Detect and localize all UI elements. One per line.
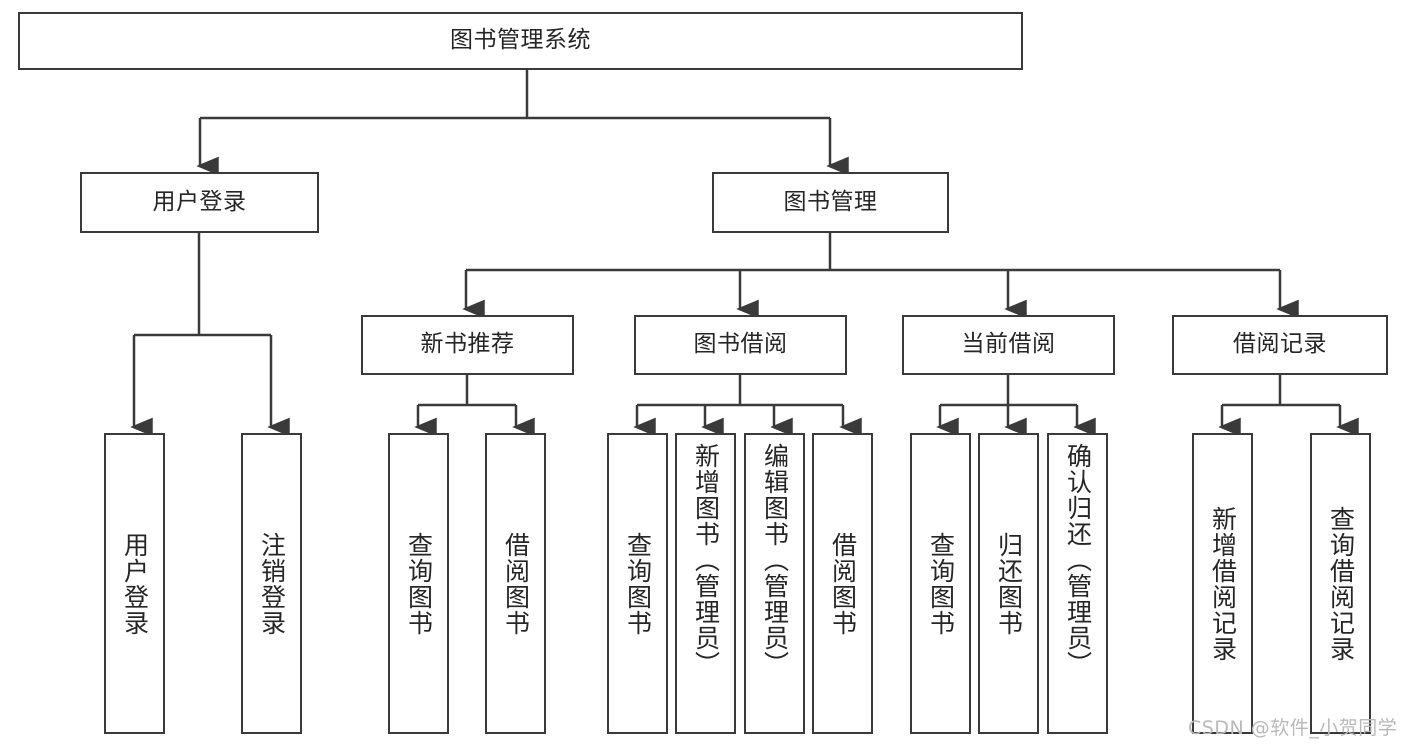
node-label: 用户登录 [152, 188, 247, 215]
leaf-return-book[interactable]: 归还图书 [978, 433, 1039, 734]
leaf-borrow-book-recommend[interactable]: 借阅图书 [485, 433, 546, 734]
leaf-label: 编辑图书（管理员） [760, 443, 790, 677]
node-borrow-records[interactable]: 借阅记录 [1172, 315, 1388, 375]
leaf-label: 借阅图书 [828, 531, 858, 636]
leaf-label: 借阅图书 [501, 531, 531, 636]
node-label: 图书管理系统 [450, 27, 591, 54]
leaf-label: 归还图书 [994, 531, 1024, 636]
node-label: 图书管理 [783, 188, 878, 215]
leaf-label: 查询图书 [623, 531, 653, 636]
leaf-label: 新增借阅记录 [1208, 505, 1238, 662]
leaf-add-borrow-record[interactable]: 新增借阅记录 [1192, 433, 1253, 734]
leaf-borrow-book[interactable]: 借阅图书 [812, 433, 873, 734]
node-label: 借阅记录 [1233, 331, 1327, 358]
leaf-label: 新增图书（管理员） [691, 443, 721, 677]
leaf-user-login[interactable]: 用户登录 [104, 433, 165, 734]
leaf-label: 用户登录 [120, 531, 150, 636]
leaf-label: 查询图书 [926, 531, 956, 636]
node-label: 图书借阅 [693, 331, 788, 358]
node-user-login[interactable]: 用户登录 [80, 172, 319, 233]
leaf-label: 注销登录 [257, 531, 287, 636]
node-book-borrowing[interactable]: 图书借阅 [634, 315, 847, 375]
leaf-label: 查询借阅记录 [1326, 505, 1356, 662]
leaf-edit-book-admin[interactable]: 编辑图书（管理员） [744, 433, 805, 734]
node-new-book-recommendation[interactable]: 新书推荐 [361, 315, 574, 375]
leaf-query-borrow-record[interactable]: 查询借阅记录 [1310, 433, 1371, 734]
leaf-label: 确认归还（管理员） [1063, 443, 1093, 677]
node-label: 当前借阅 [961, 331, 1056, 358]
node-label: 新书推荐 [420, 331, 515, 358]
node-current-borrowing[interactable]: 当前借阅 [902, 315, 1115, 375]
leaf-query-book-recommend[interactable]: 查询图书 [388, 433, 449, 734]
node-root-book-management-system[interactable]: 图书管理系统 [18, 12, 1023, 70]
leaf-query-book-current[interactable]: 查询图书 [910, 433, 971, 734]
leaf-confirm-return-admin[interactable]: 确认归还（管理员） [1047, 433, 1108, 734]
leaf-query-book-borrow[interactable]: 查询图书 [607, 433, 668, 734]
leaf-label: 查询图书 [404, 531, 434, 636]
node-book-management[interactable]: 图书管理 [712, 172, 949, 233]
leaf-logout[interactable]: 注销登录 [241, 433, 302, 734]
leaf-add-book-admin[interactable]: 新增图书（管理员） [675, 433, 736, 734]
csdn-watermark: CSDN @软件_小贺同学 [1188, 717, 1398, 739]
